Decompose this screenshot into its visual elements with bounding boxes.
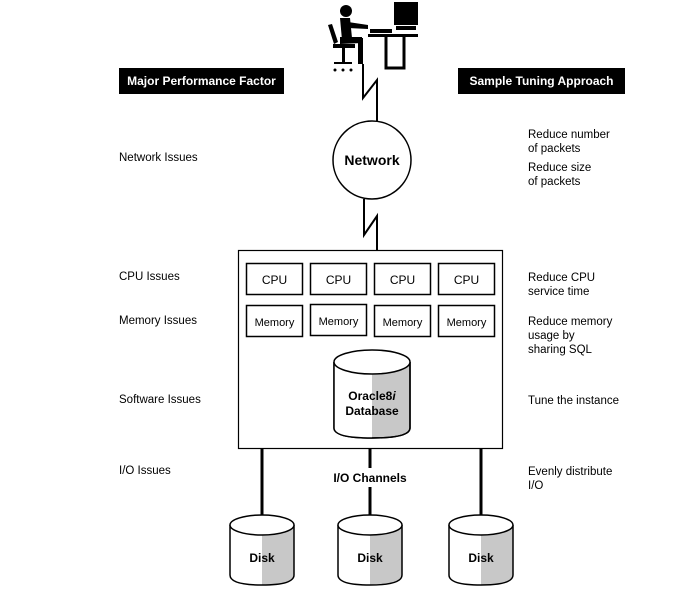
- cpu-box: [437, 262, 496, 296]
- label-software-issues: Software Issues: [119, 394, 201, 406]
- cpu-label: CPU: [390, 273, 415, 287]
- approach-reduce-packet-size: Reduce size of packets: [528, 162, 592, 188]
- memory-box: [437, 304, 496, 338]
- label-cpu-issues: CPU Issues: [119, 271, 180, 283]
- memory-label: Memory: [255, 317, 295, 329]
- disk-label: Disk: [249, 551, 275, 565]
- io-channels: I/O Channels: [260, 449, 483, 515]
- memory-box: [245, 304, 304, 338]
- label-network-issues: Network Issues: [119, 152, 198, 164]
- cpu-box: [245, 262, 304, 296]
- database-label-line2: Database: [345, 404, 399, 418]
- memory-row: Memory Memory Memory Memory: [245, 303, 496, 338]
- disk-label: Disk: [357, 551, 383, 565]
- network-link-bottom: [363, 199, 378, 250]
- user-at-computer-icon: [328, 2, 418, 72]
- memory-label: Memory: [447, 317, 487, 329]
- database-cylinder-icon: Oracle8i Database: [333, 349, 411, 439]
- header-sample-tuning-approach: Sample Tuning Approach: [458, 68, 625, 94]
- memory-box: [373, 304, 432, 338]
- network-label: Network: [344, 152, 399, 168]
- approach-tune-instance: Tune the instance: [528, 395, 619, 407]
- header-major-performance-factor: Major Performance Factor: [119, 68, 284, 94]
- approach-distribute-io: Evenly distribute I/O: [528, 466, 613, 492]
- memory-label: Memory: [319, 316, 359, 328]
- database-label-line1: Oracle8i: [348, 389, 396, 403]
- disk-icon: Disk: [337, 514, 403, 586]
- memory-box: [309, 303, 368, 337]
- cpu-label: CPU: [262, 273, 287, 287]
- approach-reduce-cpu-time: Reduce CPU service time: [528, 272, 596, 298]
- label-memory-issues: Memory Issues: [119, 315, 197, 327]
- network-node: Network: [332, 120, 412, 200]
- cpu-row: CPU CPU CPU CPU: [245, 262, 496, 296]
- network-link-top: [362, 64, 378, 121]
- approach-reduce-packet-count: Reduce number of packets: [528, 129, 610, 155]
- cpu-label: CPU: [454, 273, 479, 287]
- label-io-issues: I/O Issues: [119, 465, 171, 477]
- io-channels-label: I/O Channels: [333, 471, 407, 485]
- cpu-label: CPU: [326, 273, 351, 287]
- disk-icon: Disk: [229, 514, 295, 586]
- disk-icon: Disk: [448, 514, 514, 586]
- disk-label: Disk: [468, 551, 494, 565]
- memory-label: Memory: [383, 317, 423, 329]
- cpu-box: [373, 262, 432, 296]
- approach-reduce-memory: Reduce memory usage by sharing SQL: [528, 316, 613, 356]
- cpu-box: [309, 262, 368, 296]
